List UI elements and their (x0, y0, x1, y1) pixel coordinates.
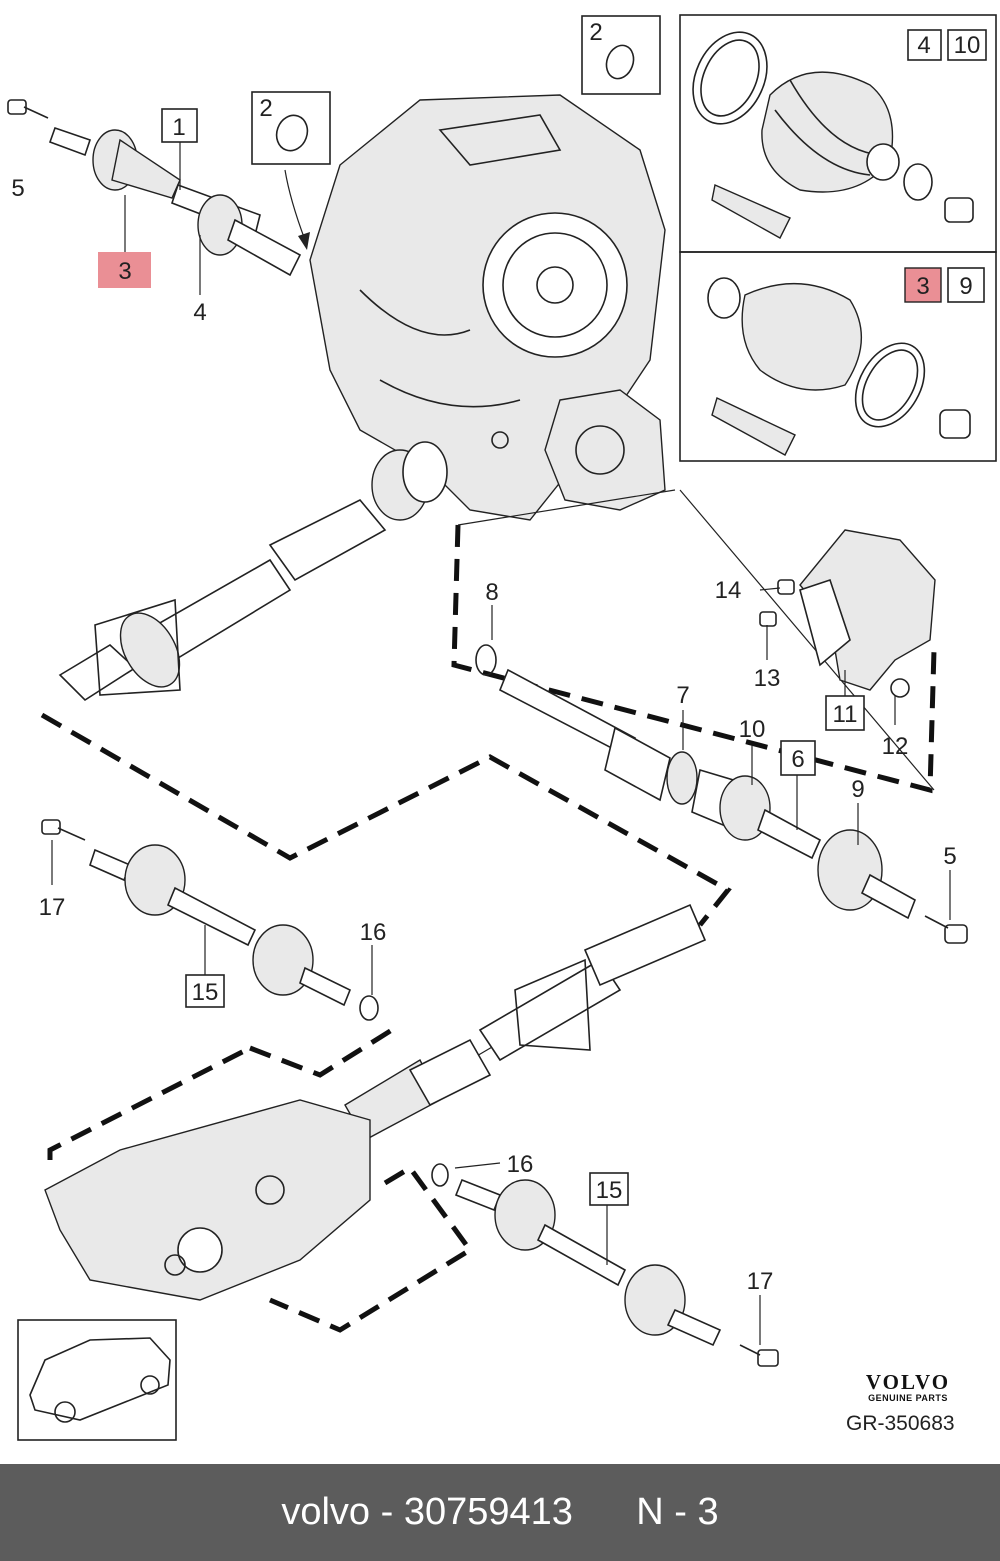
propeller-shaft-front (58, 441, 448, 702)
callout-5-left: 5 (11, 175, 24, 202)
callout-9: 9 (851, 776, 864, 803)
callout-10-kit: 10 (954, 32, 981, 59)
callout-leaders (51, 142, 951, 1345)
parts-diagram: 1 2 2 3 4 5 4 10 3 9 8 14 13 11 12 7 10 … (7, 14, 997, 1441)
callout-13: 13 (754, 665, 781, 692)
seal-inset-left (251, 15, 661, 250)
vehicle-thumbnail (17, 1319, 177, 1441)
footer-bar: volvo - 30759413 N - 3 (0, 1464, 1000, 1561)
rear-differential (44, 1099, 371, 1301)
callout-14: 14 (715, 577, 742, 604)
brand-logo-text: VOLVO (865, 1370, 951, 1394)
callout-4-kit: 4 (917, 32, 930, 59)
highlight-3-kit (905, 268, 941, 302)
callout-9-kit: 9 (959, 273, 972, 300)
callout-16-upper: 16 (360, 919, 387, 946)
callout-11: 11 (833, 701, 858, 728)
footer-position: N - 3 (636, 1491, 719, 1533)
footer-separator: - (370, 1491, 404, 1533)
callout-12: 12 (882, 733, 909, 760)
callout-2-top: 2 (589, 19, 602, 46)
callout-15-left: 15 (192, 979, 219, 1006)
callout-2-left: 2 (259, 95, 272, 122)
callout-3-highlighted: 3 (118, 258, 131, 285)
highlight-3 (98, 252, 151, 288)
callout-3-kit: 3 (916, 273, 929, 300)
callout-6: 6 (791, 746, 804, 773)
callout-16-lower: 16 (507, 1151, 534, 1178)
callout-17-right: 17 (747, 1268, 774, 1295)
callout-7: 7 (676, 682, 689, 709)
callout-8: 8 (485, 579, 498, 606)
footer-part-number: 30759413 (403, 1491, 573, 1533)
drive-shaft-rear-right (431, 1163, 779, 1367)
callout-10: 10 (739, 716, 766, 743)
drive-shaft-front-left (7, 99, 302, 277)
brand-tagline: GENUINE PARTS (868, 1393, 948, 1403)
group-outlines (40, 524, 937, 1333)
boot-kit-panels (679, 14, 997, 462)
callout-4: 4 (193, 299, 206, 326)
callout-15-right: 15 (596, 1177, 623, 1204)
drive-shaft-rear-left (41, 819, 379, 1021)
callout-labels: 1 2 2 3 4 5 4 10 3 9 8 14 13 11 12 7 10 … (11, 19, 987, 1295)
drawing-number: GR-350683 (846, 1412, 955, 1435)
transmission-housing (309, 94, 666, 521)
footer-make: volvo (281, 1491, 371, 1533)
drive-shaft-front-right (475, 644, 968, 944)
propeller-shaft-rear (344, 903, 707, 1141)
callout-5-right: 5 (943, 843, 956, 870)
volvo-logo: VOLVO GENUINE PARTS (848, 1370, 968, 1403)
callout-1: 1 (172, 114, 185, 141)
footer-spacer (573, 1491, 636, 1534)
bearing-bracket (759, 529, 936, 698)
callout-17-left: 17 (39, 894, 66, 921)
